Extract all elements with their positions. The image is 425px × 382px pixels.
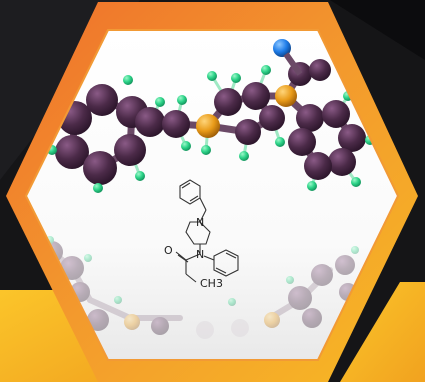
amide-nitrogen-label: N: [196, 248, 204, 261]
skeletal-structure: [175, 179, 239, 283]
nitrogen-label: N: [196, 216, 204, 229]
yellow-accent-right: [340, 282, 425, 382]
hexagon-inner-edge: [24, 29, 400, 361]
methyl-label: CH3: [200, 277, 223, 290]
dark-stripe: [330, 0, 425, 60]
skeletal-labels: N N O CH3: [164, 216, 223, 290]
ball-and-stick-molecule: [47, 39, 375, 193]
oxygen-label: O: [164, 244, 173, 257]
